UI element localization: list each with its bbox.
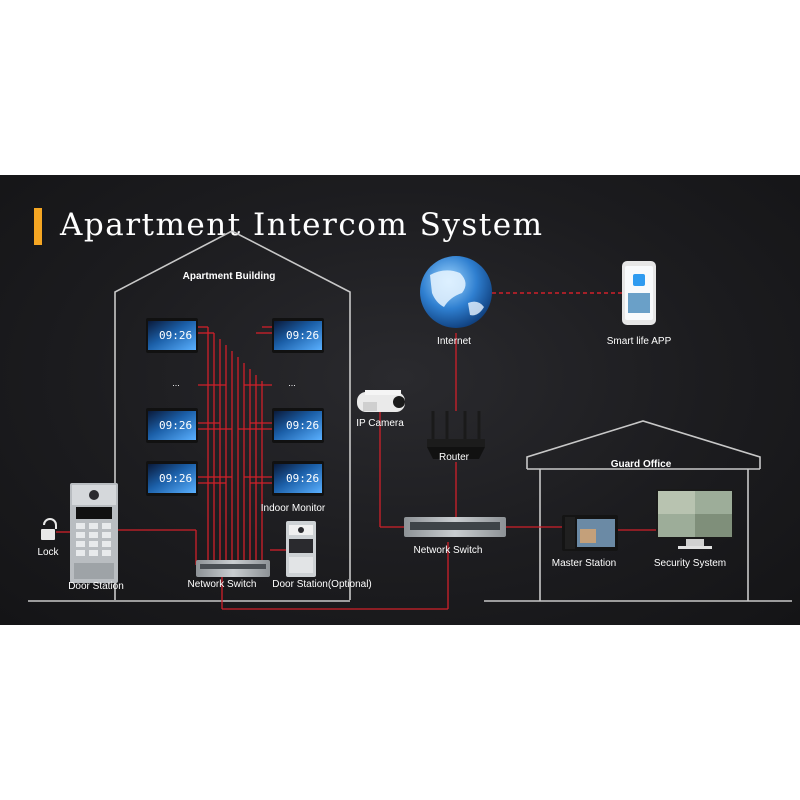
- internet-globe-icon: [420, 256, 492, 328]
- apartment-building-outline: [114, 230, 351, 600]
- door-station-optional-icon: [286, 521, 316, 577]
- door-station-icon: [70, 483, 118, 583]
- door-station-label: Door Station: [68, 581, 124, 592]
- title-accent-bar: [34, 208, 42, 245]
- guard-office-outline: [484, 420, 792, 602]
- diagram-canvas: 09:26 09:26 09:26 09:26 09:26 09:26: [28, 230, 792, 610]
- ellipsis-left: ...: [172, 378, 180, 388]
- ip-camera-icon: [357, 390, 405, 412]
- lock-label: Lock: [37, 547, 59, 558]
- monitor-time: 09:26: [159, 472, 192, 485]
- wiring-bundle: [198, 326, 272, 570]
- main-switch-icon: [404, 517, 506, 537]
- smartphone-icon: [622, 261, 656, 325]
- ellipsis-right: ...: [288, 378, 296, 388]
- network-switch-main-label: Network Switch: [413, 545, 483, 556]
- indoor-monitor: [272, 461, 324, 496]
- network-switch-building-label: Network Switch: [187, 579, 257, 590]
- indoor-monitor-label: Indoor Monitor: [260, 503, 326, 514]
- indoor-monitor: [272, 318, 324, 353]
- indoor-monitors: [146, 318, 324, 496]
- master-station-icon: [562, 515, 618, 551]
- monitor-time: 09:26: [159, 329, 192, 342]
- indoor-monitor: [146, 408, 198, 443]
- diagram-panel: Apartment Intercom System: [0, 175, 800, 625]
- building-switch-icon: [196, 560, 270, 577]
- router-icon: [427, 411, 485, 459]
- master-station-label: Master Station: [551, 558, 617, 569]
- security-system-label: Security System: [653, 558, 727, 569]
- door-station-optional-label: Door Station(Optional): [272, 579, 372, 590]
- wiring-links: [56, 333, 656, 610]
- monitor-time: 09:26: [286, 472, 319, 485]
- indoor-monitor: [146, 461, 198, 496]
- guard-office-label: Guard Office: [610, 459, 672, 470]
- monitor-times: 09:26 09:26 09:26 09:26 09:26 09:26: [159, 329, 319, 485]
- indoor-monitor: [146, 318, 198, 353]
- diagram-title: Apartment Intercom System: [60, 207, 544, 243]
- apartment-building-label: Apartment Building: [182, 271, 276, 282]
- smart-life-app-label: Smart life APP: [606, 336, 672, 347]
- ip-camera-label: IP Camera: [356, 418, 404, 429]
- indoor-monitor: [272, 408, 324, 443]
- lock-icon: [41, 518, 57, 540]
- monitor-time: 09:26: [159, 419, 192, 432]
- monitor-time: 09:26: [286, 419, 319, 432]
- security-system-icon: [656, 489, 734, 549]
- router-label: Router: [438, 452, 470, 463]
- internet-label: Internet: [437, 336, 471, 347]
- monitor-time: 09:26: [286, 329, 319, 342]
